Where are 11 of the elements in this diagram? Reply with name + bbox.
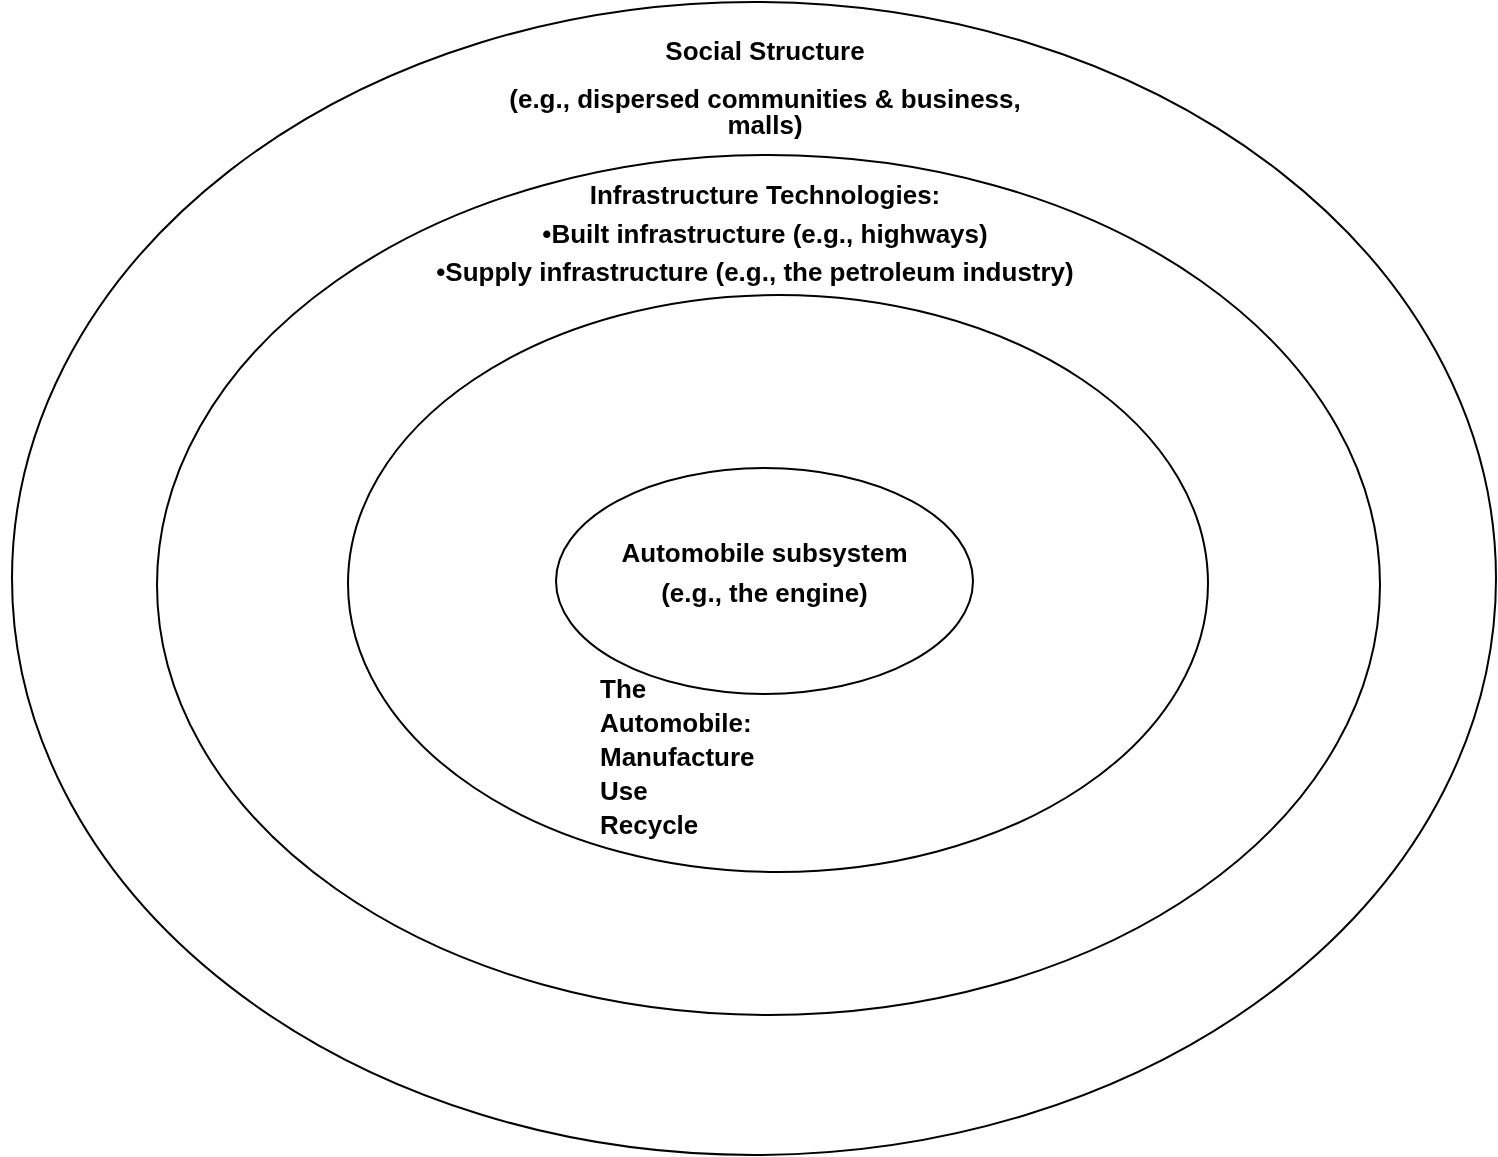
ring-text: Manufacture <box>600 741 756 774</box>
ring-text: Use <box>600 775 649 808</box>
ring-text: (e.g., the engine) <box>660 580 869 606</box>
ring-text: •Supply infrastructure (e.g., the petroleum industry) <box>435 259 1075 285</box>
ring-text: •Built infrastructure (e.g., highways) <box>541 221 989 247</box>
ring-heading: Social Structure <box>664 38 866 64</box>
ring-text: Recycle <box>600 809 700 842</box>
ring-heading: The Automobile: <box>600 673 753 740</box>
ring-heading: Automobile subsystem <box>620 540 909 566</box>
ring-text: (e.g., dispersed communities & business, malls) <box>508 86 1022 138</box>
ring-heading: Infrastructure Technologies: <box>588 182 942 208</box>
